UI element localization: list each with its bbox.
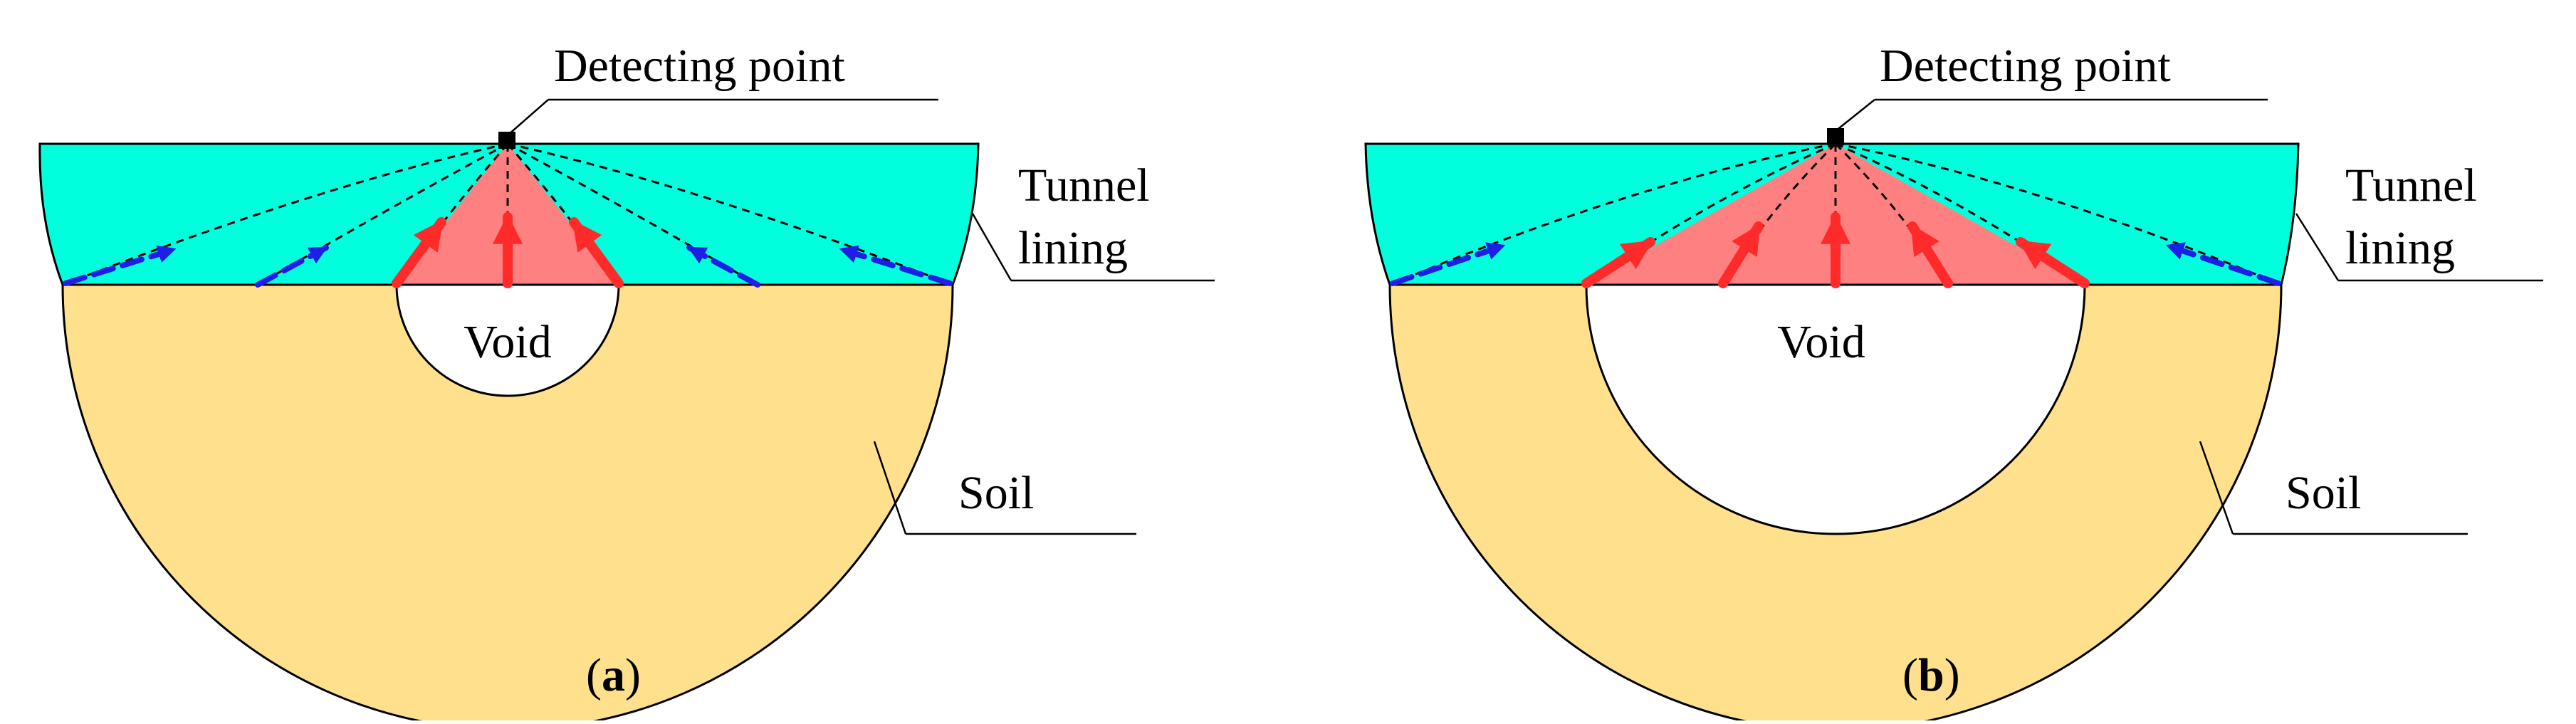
tunnel-lining-label-line2: lining (2345, 222, 2455, 274)
transmitted-arrow (255, 245, 329, 288)
transmitted-wave-arrows (63, 245, 953, 288)
void-region (1585, 283, 2086, 535)
reflected-wave-arrows (1581, 212, 2090, 288)
panel-b: Detecting point Tunnel lining Void Soil … (1364, 40, 2543, 724)
reflected-arrow (569, 217, 624, 288)
transmitted-arrow (63, 245, 177, 286)
void-label: Void (1777, 316, 1865, 368)
reflected-arrow (1718, 221, 1764, 288)
void-label: Void (464, 316, 552, 368)
panel-a-caption: (a) (586, 649, 641, 701)
reflected-wave-arrows (392, 212, 624, 288)
transmitted-arrow (2164, 242, 2281, 286)
transmitted-wave-arrows (1390, 242, 2281, 286)
detecting-point-label: Detecting point (1880, 40, 2171, 92)
void-region (395, 283, 620, 397)
tunnel-lining-label-line1: Tunnel (1018, 159, 1150, 211)
soil-label: Soil (958, 467, 1034, 519)
transmitted-arrow (686, 245, 760, 288)
transmitted-arrow (838, 245, 953, 286)
tunnel-lining-label-line2: lining (1018, 222, 1128, 274)
detecting-point-marker (498, 132, 515, 149)
reflected-arrow (2016, 237, 2090, 288)
panel-a: Detecting point Tunnel lining Void Soil … (38, 40, 1215, 724)
reflected-arrow (392, 217, 446, 288)
reflected-arrow (1581, 237, 1655, 288)
transmitted-arrow (1390, 242, 1507, 286)
detecting-point-label: Detecting point (554, 40, 845, 92)
soil-region (61, 283, 954, 724)
soil-label: Soil (2286, 467, 2361, 519)
tunnel-lining-label-line1: Tunnel (2345, 159, 2477, 211)
reflected-arrow (1907, 221, 1953, 288)
panel-b-caption: (b) (1902, 649, 1960, 701)
